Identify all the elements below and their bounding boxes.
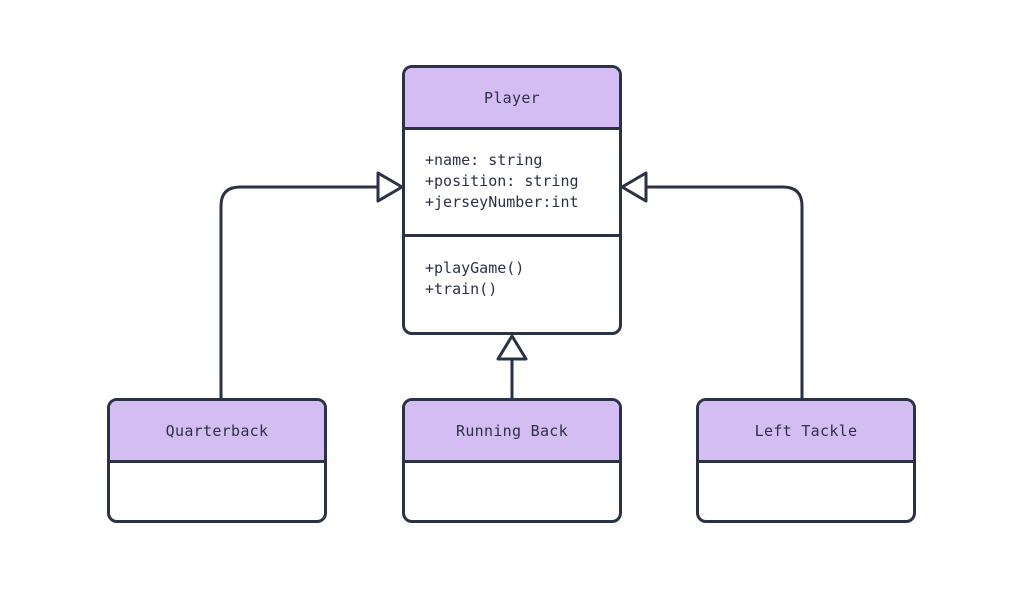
attribute-position: +position: string	[425, 172, 579, 190]
running-back-class-box[interactable]: Running Back	[402, 398, 622, 523]
left-tackle-inheritance-edge	[646, 185, 804, 398]
quarterback-inheritance-arrowhead	[376, 171, 404, 203]
left-tackle-class-name: Left Tackle	[699, 401, 913, 463]
left-tackle-class-box[interactable]: Left Tackle	[696, 398, 916, 523]
left-tackle-inheritance-arrowhead	[620, 171, 648, 203]
quarterback-inheritance-edge	[219, 185, 378, 398]
method-play-game: +playGame()	[425, 259, 525, 277]
player-class-box[interactable]: Player +name: string +position: string +…	[402, 65, 622, 335]
running-back-class-name: Running Back	[405, 401, 619, 463]
quarterback-class-name: Quarterback	[110, 401, 324, 463]
quarterback-class-box[interactable]: Quarterback	[107, 398, 327, 523]
player-class-name: Player	[405, 68, 619, 130]
attribute-jersey-number: +jerseyNumber:int	[425, 193, 579, 211]
attribute-name: +name: string	[425, 151, 543, 169]
player-methods: +playGame() +train()	[405, 237, 619, 300]
player-attributes: +name: string +position: string +jerseyN…	[405, 130, 619, 237]
method-train: +train()	[425, 280, 498, 298]
running-back-inheritance-arrowhead	[496, 334, 528, 361]
